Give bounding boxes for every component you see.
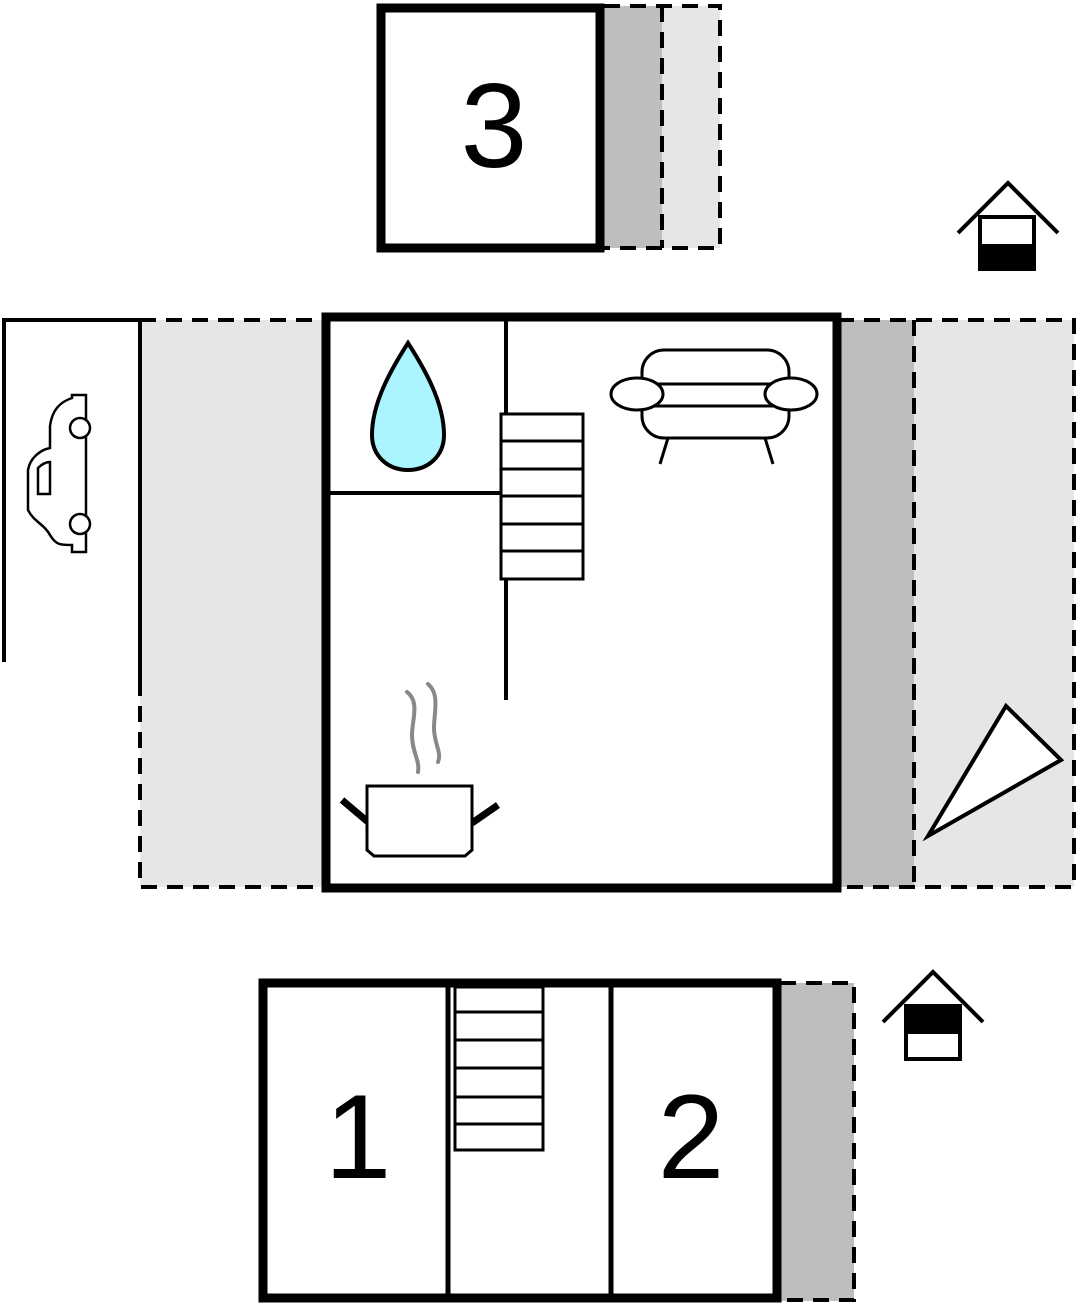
- lower-balcony-area: [780, 983, 854, 1301]
- ground-floor-plan: [2, 312, 1076, 893]
- staircase-icon: [453, 985, 545, 1152]
- right-terrace-light-area: [914, 320, 1074, 887]
- upper-floor-plan: 3: [376, 3, 722, 253]
- steam-icon: [405, 682, 442, 774]
- right-terrace-dashed-outline: [838, 318, 1076, 889]
- pennant-flag-icon: [922, 702, 1065, 842]
- left-terrace-dashed-outline: [138, 318, 324, 889]
- balcony-light-area: [662, 6, 720, 248]
- room-3-number: 3: [461, 59, 528, 193]
- left-terrace-area: [140, 320, 324, 887]
- right-terrace-dark-area: [838, 320, 914, 887]
- house-floor-down-icon: [881, 969, 985, 1061]
- staircase-icon: [499, 412, 585, 581]
- parking-boundary: [2, 318, 140, 662]
- lower-balcony-dashed-outline: [780, 981, 856, 1302]
- lower-floor-plan: 1 2: [258, 978, 856, 1303]
- room-2-number: 2: [658, 1070, 725, 1204]
- water-drop-icon: [369, 339, 447, 473]
- balcony-dashed-outline: [604, 4, 722, 250]
- sofa-icon: [609, 348, 819, 465]
- car-icon: [26, 393, 92, 554]
- balcony-dark-area: [604, 6, 662, 248]
- room-3-wall: [376, 3, 605, 253]
- house-floor-up-icon: [956, 180, 1060, 271]
- room-1-number: 1: [325, 1070, 392, 1204]
- cooking-pot-icon: [339, 784, 500, 858]
